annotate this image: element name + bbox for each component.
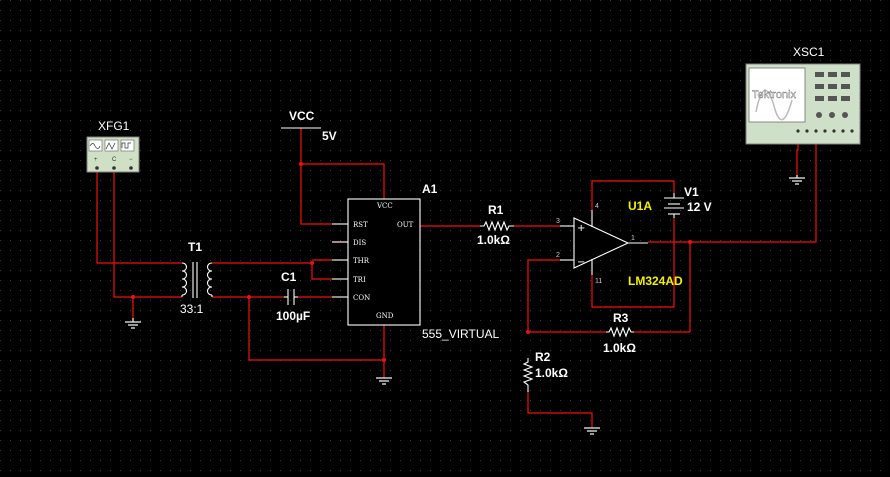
transformer-t1[interactable]: T1 33:1	[180, 240, 213, 316]
pin-con: CON	[353, 294, 370, 302]
opamp-u1a[interactable]: + − 3 2 4 11 1 U1A LM324AD	[556, 199, 683, 288]
resistor-r1[interactable]: R1 1.0kΩ	[477, 203, 514, 247]
opamp-pin-2: 2	[556, 252, 560, 259]
pin-out: OUT	[397, 221, 414, 229]
vcc-source[interactable]: VCC 5V	[281, 109, 337, 143]
r1-label: R1	[488, 203, 504, 217]
opamp-pin-3: 3	[556, 218, 560, 225]
junction-dots	[131, 162, 692, 362]
c1-value: 100µF	[276, 309, 310, 323]
pin-thr: THR	[353, 257, 370, 265]
vcc-label: VCC	[289, 109, 315, 123]
function-generator-xfg1[interactable]: XFG1 + C −	[86, 119, 140, 173]
scope-brand: Tektronix	[752, 89, 797, 101]
ground-icon	[125, 318, 141, 329]
sine-wave-icon	[88, 139, 103, 152]
a1-label: A1	[422, 182, 438, 196]
opamp-pin-1: 1	[631, 235, 635, 242]
scope-buttons	[815, 72, 850, 118]
r3-label: R3	[613, 311, 629, 325]
c1-label: C1	[281, 270, 297, 284]
triangle-wave-icon	[104, 139, 119, 152]
u1a-model: LM324AD	[628, 274, 683, 288]
timer-555-a1[interactable]: A1 VCC RST OUT DIS THR TRI CON GND 555_V…	[332, 182, 499, 341]
xsc1-label: XSC1	[793, 45, 825, 59]
u1a-label: U1A	[628, 199, 652, 213]
wires	[96, 128, 817, 428]
opamp-pin-11: 11	[595, 278, 602, 285]
pin-vcc: VCC	[376, 202, 393, 210]
resistor-r2[interactable]: R2 1.0kΩ	[522, 350, 568, 392]
battery-v1[interactable]: V1 12 V	[664, 185, 712, 218]
v1-ref: V1	[684, 185, 699, 199]
v1-value: 12 V	[687, 200, 712, 214]
pin-gnd: GND	[376, 312, 394, 320]
t1-ratio: 33:1	[180, 302, 204, 316]
square-wave-icon	[120, 139, 135, 152]
svg-text:+: +	[577, 223, 585, 234]
opamp-pin-4: 4	[595, 203, 599, 210]
capacitor-c1[interactable]: C1 100µF	[276, 270, 310, 323]
pin-dis: DIS	[353, 239, 366, 247]
xfg1-label: XFG1	[98, 119, 130, 133]
oscilloscope-xsc1[interactable]: XSC1 Tektronix	[745, 45, 861, 145]
ground-symbols	[125, 175, 805, 435]
t1-label: T1	[188, 240, 202, 254]
svg-text:C: C	[112, 157, 117, 163]
svg-text:−: −	[129, 157, 133, 163]
ground-icon	[584, 427, 600, 435]
pin-rst: RST	[353, 221, 368, 229]
ground-icon	[789, 175, 805, 185]
r3-value: 1.0kΩ	[603, 341, 636, 355]
svg-text:−: −	[577, 257, 585, 268]
resistor-r3[interactable]: R3 1.0kΩ	[603, 311, 636, 355]
r1-value: 1.0kΩ	[477, 233, 510, 247]
a1-model: 555_VIRTUAL	[422, 327, 499, 341]
r2-label: R2	[535, 350, 551, 364]
svg-text:+: +	[94, 157, 98, 163]
pin-tri: TRI	[353, 276, 366, 284]
ground-icon	[376, 377, 392, 385]
r2-value: 1.0kΩ	[535, 366, 568, 380]
vcc-value: 5V	[322, 129, 337, 143]
